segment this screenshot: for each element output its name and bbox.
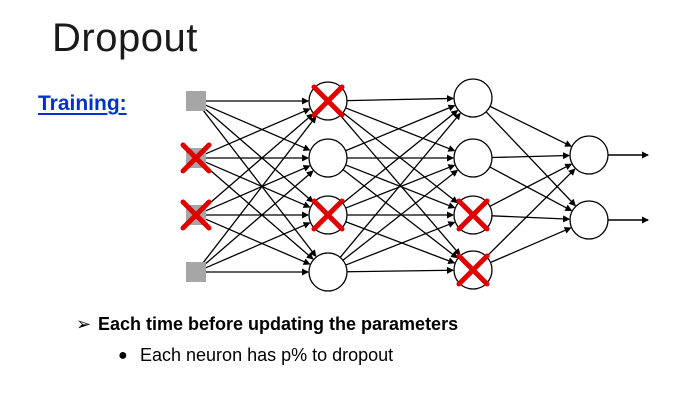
dropout-cross-icon (311, 198, 345, 232)
connection-edge (489, 163, 573, 207)
bullet-item-1: ➢ Each time before updating the paramete… (76, 314, 458, 335)
dropout-cross-icon (456, 253, 490, 287)
bullet-text-1: Each time before updating the parameters (98, 314, 459, 334)
connection-edge (201, 108, 317, 257)
connection-edge (204, 165, 311, 212)
connection-edge (486, 168, 576, 258)
dropout-cross-icon (456, 198, 490, 232)
connection-edge (204, 108, 311, 155)
connection-edge (339, 112, 461, 258)
arrow-right-icon: ➢ (76, 314, 92, 334)
input-node (186, 262, 206, 282)
hidden-neuron (453, 78, 493, 118)
output-neuron (569, 200, 609, 240)
training-label: Training: (38, 92, 127, 115)
dot-icon: ● (118, 346, 128, 364)
connection-edge (345, 104, 456, 152)
hidden-neuron (308, 252, 348, 292)
connection-edge (342, 109, 459, 204)
connection-edge (485, 111, 576, 207)
connection-edge (203, 164, 314, 260)
input-node (186, 91, 206, 111)
dropout-cross-icon (180, 142, 212, 174)
bullet-text-2: Each neuron has p% to dropout (140, 345, 394, 365)
connection-edge (204, 104, 311, 151)
connection-edge (489, 105, 572, 147)
connection-edge (346, 95, 455, 103)
connection-edge (489, 166, 573, 212)
connection-edge (204, 222, 311, 269)
hidden-neuron (453, 138, 493, 178)
connection-edge (342, 169, 458, 259)
connection-edge (204, 161, 311, 208)
slide-title: Dropout (52, 16, 198, 60)
connection-edge (342, 169, 459, 261)
output-neuron (569, 135, 609, 175)
connection-edge (345, 221, 456, 266)
connection-edge (203, 170, 314, 266)
dropout-cross-icon (311, 84, 345, 118)
connection-edge (346, 266, 455, 274)
dropout-cross-icon (180, 199, 212, 231)
connection-edge (204, 218, 311, 265)
connection-edge (491, 215, 571, 223)
connection-edge (203, 113, 314, 209)
connection-edge (345, 164, 456, 209)
connection-edge (490, 227, 572, 264)
connection-edge (345, 107, 456, 152)
bullet-item-2: ● Each neuron has p% to dropout (118, 345, 393, 366)
connection-edge (491, 152, 571, 160)
connection-edge (201, 116, 317, 265)
hidden-neuron (308, 138, 348, 178)
